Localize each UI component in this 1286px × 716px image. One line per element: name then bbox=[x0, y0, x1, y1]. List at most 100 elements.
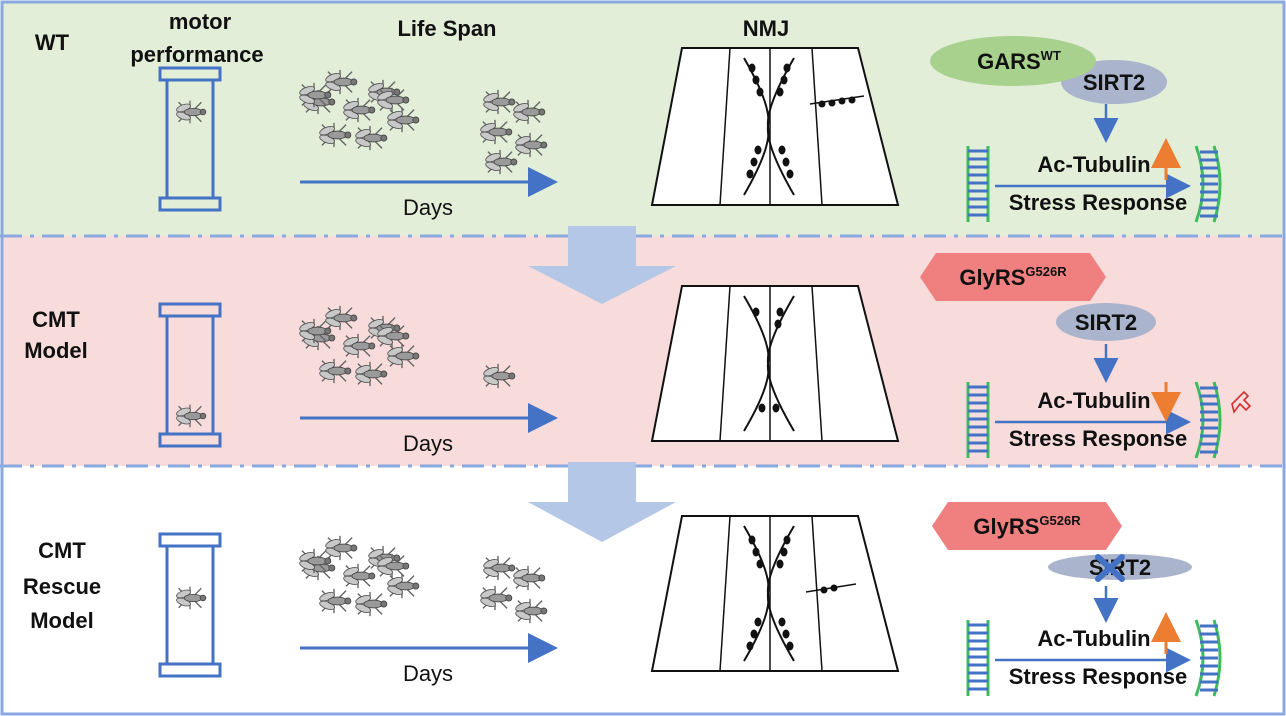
protein-name: GlyRS bbox=[959, 265, 1025, 290]
nmj-rescue bbox=[650, 515, 900, 672]
motor-vial-cmt bbox=[158, 302, 222, 448]
protein-superscript: G526R bbox=[1039, 513, 1081, 528]
nmj-wt bbox=[650, 47, 900, 206]
protein-label: GlyRSG526R bbox=[959, 264, 1067, 290]
protein-superscript: G526R bbox=[1025, 264, 1067, 279]
synaptic-bouton bbox=[776, 87, 784, 97]
days-label: Days bbox=[403, 195, 453, 220]
protein-superscript: WT bbox=[1041, 48, 1061, 63]
synaptic-bouton bbox=[786, 169, 794, 179]
synaptic-bouton bbox=[782, 629, 790, 639]
ac-tubulin-label: Ac-Tubulin bbox=[1037, 626, 1150, 651]
microtubule-left-icon bbox=[966, 620, 990, 696]
nmj-frame bbox=[650, 515, 900, 672]
days-label: Days bbox=[403, 431, 453, 456]
synaptic-bouton bbox=[778, 145, 786, 155]
protein-label: GlyRSG526R bbox=[973, 513, 1081, 539]
days-label: Days bbox=[403, 661, 453, 686]
synaptic-bouton bbox=[848, 96, 856, 104]
inhibition-cross-icon bbox=[1095, 554, 1125, 582]
transition-arrow-1 bbox=[528, 226, 676, 304]
muscle-line bbox=[811, 285, 823, 442]
synaptic-bouton bbox=[756, 559, 764, 569]
axon-branch bbox=[766, 525, 795, 662]
sirt2-shape bbox=[1056, 303, 1156, 341]
synaptic-bouton bbox=[778, 617, 786, 627]
row-label-cmt: Model bbox=[24, 338, 88, 363]
axon-branch bbox=[766, 57, 795, 196]
synaptic-bouton bbox=[746, 169, 754, 179]
synaptic-bouton bbox=[774, 319, 782, 329]
motor-vial-wt bbox=[158, 66, 222, 212]
stress-response-label: Stress Response bbox=[1009, 190, 1188, 215]
microtubule-right-icon bbox=[1194, 619, 1222, 697]
header-performance: performance bbox=[130, 42, 263, 67]
ac-tubulin-label: Ac-Tubulin bbox=[1037, 388, 1150, 413]
microtubule-right-icon bbox=[1194, 145, 1222, 223]
synaptic-bouton bbox=[750, 157, 758, 167]
synaptic-bouton bbox=[756, 87, 764, 97]
synaptic-bouton bbox=[786, 641, 794, 651]
motor-vial-rescue bbox=[158, 532, 222, 678]
synaptic-bouton bbox=[782, 157, 790, 167]
synaptic-bouton bbox=[748, 535, 756, 545]
synaptic-bouton bbox=[758, 403, 766, 413]
synaptic-bouton bbox=[783, 63, 791, 73]
row-label-cmt: CMT bbox=[32, 307, 80, 332]
synaptic-bouton bbox=[783, 535, 791, 545]
synaptic-bouton bbox=[776, 559, 784, 569]
row-cmt: CMTModelDaysGlyRSG526RSIRT2Ac-TubulinStr… bbox=[24, 253, 1252, 459]
synaptic-bouton bbox=[838, 97, 846, 105]
muscle-line bbox=[719, 285, 731, 442]
synaptic-bouton bbox=[754, 145, 762, 155]
vial-tube bbox=[165, 78, 215, 200]
sirt2-label: SIRT2 bbox=[1083, 70, 1145, 95]
muscle-line bbox=[719, 515, 731, 672]
header-lifespan: Life Span bbox=[397, 16, 496, 41]
synaptic-bouton bbox=[780, 75, 788, 85]
synaptic-bouton bbox=[752, 75, 760, 85]
synaptic-bouton bbox=[776, 307, 784, 317]
row-label-wt: WT bbox=[35, 30, 70, 55]
synaptic-bouton bbox=[828, 99, 836, 107]
lifespan-rescue: Days bbox=[297, 535, 558, 686]
muscle-line bbox=[811, 47, 823, 206]
glyrs-mutant-shape bbox=[920, 253, 1106, 301]
header-motor: motor bbox=[169, 9, 232, 34]
gars-wt-shape bbox=[930, 36, 1096, 86]
row-label-rescue: Rescue bbox=[23, 574, 101, 599]
nmj-cmt bbox=[650, 285, 900, 442]
synaptic-bouton bbox=[750, 629, 758, 639]
microtubule-damaged-icon bbox=[1194, 381, 1222, 459]
protein-label: GARSWT bbox=[977, 48, 1061, 74]
row-rescue: CMTRescueModelDaysGlyRSG526RSIRT2Ac-Tubu… bbox=[23, 502, 1222, 697]
pin-icon bbox=[1231, 390, 1252, 414]
synaptic-bouton bbox=[746, 641, 754, 651]
protein-name: GlyRS bbox=[973, 514, 1039, 539]
sirt2-shape bbox=[1048, 554, 1192, 580]
ac-tubulin-label: Ac-Tubulin bbox=[1037, 152, 1150, 177]
row-label-rescue: Model bbox=[30, 608, 94, 633]
synaptic-bouton bbox=[820, 586, 828, 594]
transition-arrow-2 bbox=[528, 462, 676, 542]
vial-tube bbox=[165, 314, 215, 436]
nmj-frame bbox=[650, 47, 900, 206]
nmj-frame bbox=[650, 285, 900, 442]
stress-response-label: Stress Response bbox=[1009, 664, 1188, 689]
row-label-rescue: CMT bbox=[38, 538, 86, 563]
microtubule-left-icon bbox=[966, 382, 990, 458]
synaptic-bouton bbox=[818, 100, 826, 108]
vial-tube bbox=[165, 544, 215, 666]
stress-response-label: Stress Response bbox=[1009, 426, 1188, 451]
synaptic-bouton bbox=[772, 403, 780, 413]
muscle-line bbox=[719, 47, 731, 206]
synaptic-bouton bbox=[830, 584, 838, 592]
synaptic-bouton bbox=[780, 547, 788, 557]
glyrs-mutant-shape bbox=[932, 502, 1122, 550]
synaptic-bouton bbox=[748, 63, 756, 73]
